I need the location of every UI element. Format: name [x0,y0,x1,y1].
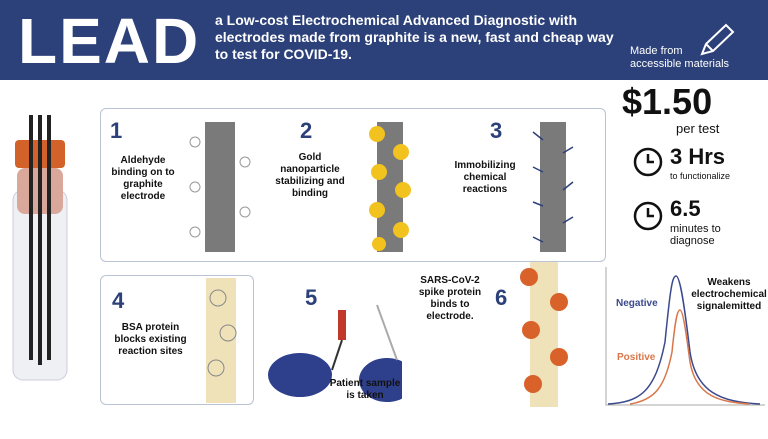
header-banner [0,0,768,80]
step-label: Gold nanoparticle stabilizing and bindin… [275,152,345,199]
signal-graph [605,267,765,406]
step-label: Immobilizing chemical reactions [454,160,516,195]
positive-curve [629,309,751,405]
materials-line-2: accessible materials [630,58,730,70]
gloved-hands-swab-icon [268,304,402,402]
clock-icon [633,147,663,177]
materials-line-1: Made from [630,45,683,57]
step-label: Patient sample is taken [329,378,401,401]
positive-label: Positive [617,352,656,363]
step-label: BSA protein blocks existing reaction sit… [114,322,187,357]
step-label: Aldehyde binding on to graphite electrod… [111,155,175,202]
functionalize-time: 3 Hrs [670,144,726,169]
electrode-tube-illustration [12,115,68,381]
price-value: $1.50 [622,81,713,122]
chemical-linker-icon [532,122,574,252]
step-number: 2 [300,118,313,143]
spike-protein-icon [520,262,568,407]
graph-note: Weakens electrochemical signalemitted [691,277,767,312]
price-unit: per test [676,121,720,136]
step-number: 5 [305,285,318,310]
bsa-protein-icon [206,278,237,403]
tagline: a Low-cost Electrochemical Advanced Diag… [215,12,614,62]
negative-curve [607,275,761,405]
negative-label: Negative [616,298,658,309]
clock-icon [633,201,663,231]
diagnose-unit: minutes to diagnose [670,223,721,247]
logo-title: LEAD [18,5,201,77]
steps-panel-step4 [100,275,254,405]
steps-panel-top [100,108,606,262]
step-number: 4 [112,288,125,313]
step-label: SARS-CoV-2 spike protein binds to electr… [418,275,482,322]
functionalize-unit: to functionalize [670,171,731,181]
diagnose-time: 6.5 [670,196,701,221]
step-number: 1 [110,118,123,143]
step-number: 3 [490,118,503,143]
step-number: 6 [495,285,508,310]
graphite-electrode-icon [189,122,251,252]
gold-nanoparticle-icon [369,122,411,252]
pencil-icon [700,23,735,56]
